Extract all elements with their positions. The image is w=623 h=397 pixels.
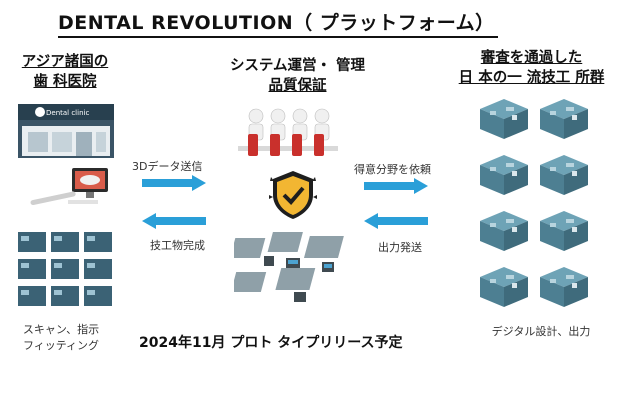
- clinic-monitor-grid: [18, 232, 112, 308]
- complete-label: 技工物完成: [150, 239, 205, 252]
- output-label: 出力発送: [378, 241, 422, 254]
- page-title: DENTAL REVOLUTION（ プラットフォーム）: [58, 8, 498, 38]
- clinic-caption-line2: フィッティング: [22, 339, 100, 352]
- clinic-caption-line1: スキャン、指示: [22, 323, 100, 336]
- labs-heading-line2: 日 本の一 流技工 所群: [458, 70, 605, 86]
- clinic-sign: Dental clinic: [46, 109, 90, 117]
- clinic-heading-line2: 歯 科医院: [33, 74, 97, 90]
- release-announcement: 2024年11月 プロト タイプリリース予定: [139, 335, 403, 351]
- clinic-building-image: [18, 104, 114, 158]
- labs-heading-line1: 審査を通過した: [480, 50, 583, 66]
- labs-heading: 審査を通過した 日 本の一 流技工 所群: [440, 48, 623, 88]
- arrow-right-icon: [142, 175, 206, 191]
- dental-labs-grid: [476, 93, 596, 325]
- arrow-right-icon-2: [364, 178, 428, 194]
- clinic-caption: スキャン、指示 フィッティング: [6, 322, 116, 354]
- labs-caption: デジタル設計、出力: [491, 325, 591, 338]
- arrow-left-icon-2: [364, 213, 428, 229]
- quality-shield-icon: [265, 167, 321, 223]
- arrow-left-icon: [142, 213, 206, 229]
- system-heading-line2: 品質保証: [268, 78, 327, 94]
- system-heading-line1: システム運営・ 管理: [229, 58, 366, 74]
- send-3d-label: 3Dデータ送信: [132, 160, 203, 173]
- clinic-heading-line1: アジア諸国の: [21, 54, 109, 70]
- clinic-heading: アジア諸国の 歯 科医院: [0, 52, 130, 92]
- system-heading: システム運営・ 管理 品質保証: [205, 56, 390, 96]
- intraoral-scanner-image: [28, 166, 112, 210]
- operators-image: [238, 104, 338, 164]
- request-label: 得意分野を依頼: [354, 163, 431, 176]
- lab-machinery-image: [234, 228, 354, 306]
